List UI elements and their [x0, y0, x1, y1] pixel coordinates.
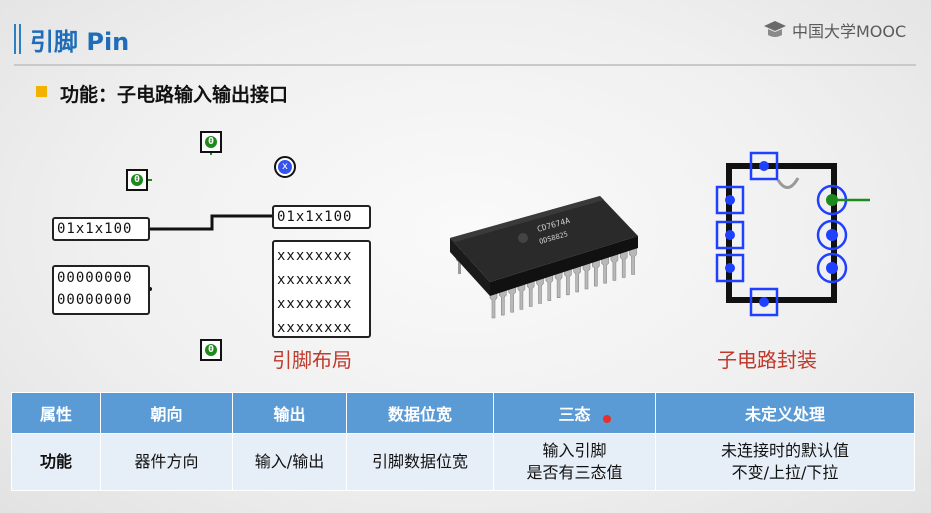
header-undefined-handling: 未定义处理 — [655, 392, 915, 434]
input-pin-top: 0 — [200, 131, 222, 153]
header-data-width: 数据位宽 — [346, 392, 494, 434]
cell-tristate: 输入引脚 是否有三态值 — [493, 433, 656, 491]
pin-value: x — [278, 160, 292, 174]
pin-row-3: xxxxxxxx — [277, 296, 353, 312]
laser-pointer-dot — [603, 415, 611, 423]
slide-subtitle: 功能：子电路输入输出接口 — [60, 84, 289, 106]
pin-value-text: 01x1x100 — [57, 221, 133, 237]
cell-data-width: 引脚数据位宽 — [346, 433, 494, 491]
input-pin-8bit: 01x1x100 — [52, 217, 150, 241]
header-tristate: 三态 — [493, 392, 656, 434]
multi-bit-input-pin: 00000000 00000000 — [52, 265, 150, 315]
cell-output: 输入/输出 — [232, 433, 347, 491]
tristate-output-pin: x — [274, 156, 296, 178]
pin-row-1: xxxxxxxx — [277, 248, 353, 264]
title-divider — [14, 64, 916, 66]
pin-value-text: 01x1x100 — [277, 209, 353, 225]
pin-row-1: 00000000 — [57, 270, 133, 286]
pin-row-2: xxxxxxxx — [277, 272, 353, 288]
header-output: 输出 — [232, 392, 347, 434]
pin-layout-caption: 引脚布局 — [272, 348, 352, 372]
pin-row-4: xxxxxxxx — [277, 320, 353, 336]
mooc-logo: 中国大学MOOC — [762, 18, 906, 42]
table-row: 功能 器件方向 输入/输出 引脚数据位宽 输入引脚 是否有三态值 未连接时的默认… — [11, 433, 915, 491]
cell-undefined-line-2: 不变/上拉/下拉 — [731, 463, 839, 482]
logo-text: 中国大学MOOC — [792, 22, 907, 41]
table-header-row: 属性 朝向 输出 数据位宽 三态 未定义处理 — [11, 392, 915, 434]
cell-tristate-line-1: 输入引脚 — [542, 441, 607, 460]
input-pin-left: 0 — [126, 169, 148, 191]
input-pin-bottom: 0 — [200, 339, 222, 361]
pin-value: 0 — [205, 136, 217, 148]
cell-tristate-line-2: 是否有三态值 — [526, 463, 623, 482]
tristate-output-pin-32bit: xxxxxxxx xxxxxxxx xxxxxxxx xxxxxxxx — [272, 240, 371, 338]
bullet-square-icon — [36, 86, 47, 97]
cell-orientation: 器件方向 — [100, 433, 233, 491]
slide-title: 引脚 Pin — [30, 28, 130, 56]
subcircuit-package-caption: 子电路封装 — [717, 348, 817, 372]
pin-value: 0 — [131, 174, 143, 186]
pin-value: 0 — [205, 344, 217, 356]
row-label: 功能 — [11, 433, 101, 491]
header-orientation: 朝向 — [100, 392, 233, 434]
mooc-logo-icon — [764, 21, 786, 37]
cell-undefined-line-1: 未连接时的默认值 — [720, 441, 849, 460]
pin-row-2: 00000000 — [57, 292, 133, 308]
cell-undefined-handling: 未连接时的默认值 不变/上拉/下拉 — [655, 433, 915, 491]
pin-properties-table: 属性 朝向 输出 数据位宽 三态 未定义处理 功能 器件方向 输入/输出 引脚数… — [11, 392, 915, 491]
header-attribute: 属性 — [11, 392, 101, 434]
output-pin-8bit: 01x1x100 — [272, 205, 371, 229]
